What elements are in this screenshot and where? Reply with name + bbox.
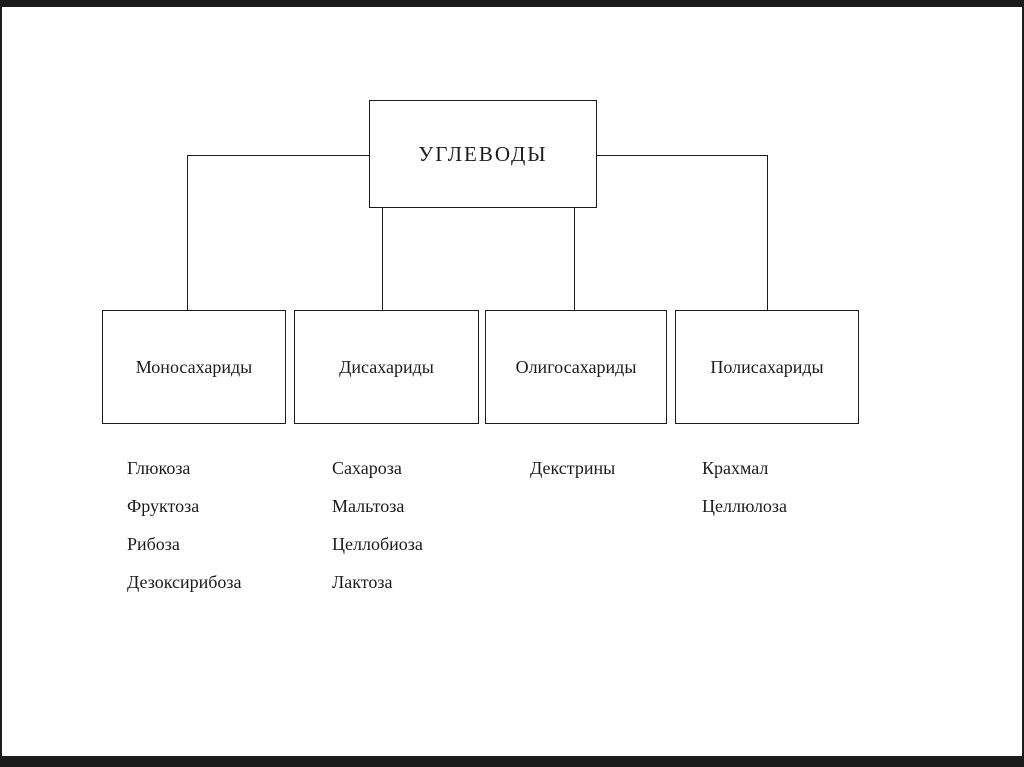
node-monosaccharides: Моносахариды [102,310,286,424]
list-monosaccharides: Глюкоза Фруктоза Рибоза Дезоксирибоза [127,449,242,601]
list-item: Глюкоза [127,458,191,478]
list-item: Фруктоза [127,496,200,516]
root-node-label: УГЛЕВОДЫ [418,141,548,166]
list-polysaccharides: Крахмал Целлюлоза [702,449,787,525]
root-node-carbohydrates: УГЛЕВОДЫ [369,100,597,208]
list-disaccharides: Сахароза Мальтоза Целлобиоза Лактоза [332,449,423,601]
list-item: Крахмал [702,458,769,478]
connector-right-horizontal [597,155,767,156]
list-item: Лактоза [332,572,393,592]
list-oligosaccharides: Декстрины [530,449,615,487]
connector-midright-vertical [574,208,575,310]
node-polysaccharides: Полисахариды [675,310,859,424]
node-label: Моносахариды [135,356,253,377]
connector-midleft-vertical [382,208,383,310]
list-item: Рибоза [127,534,180,554]
node-disaccharides: Дисахариды [294,310,479,424]
list-item: Целлобиоза [332,534,423,554]
list-item: Дезоксирибоза [127,572,242,592]
connector-left-vertical [187,155,188,310]
node-label: Дисахариды [339,356,434,377]
node-label: Полисахариды [710,356,824,377]
connector-right-vertical [767,155,768,310]
connector-left-horizontal [187,155,369,156]
list-item: Целлюлоза [702,496,788,516]
list-item: Декстрины [530,458,616,478]
list-item: Сахароза [332,458,402,478]
node-oligosaccharides: Олигосахариды [485,310,667,424]
list-item: Мальтоза [332,496,405,516]
node-label: Олигосахариды [515,356,637,377]
